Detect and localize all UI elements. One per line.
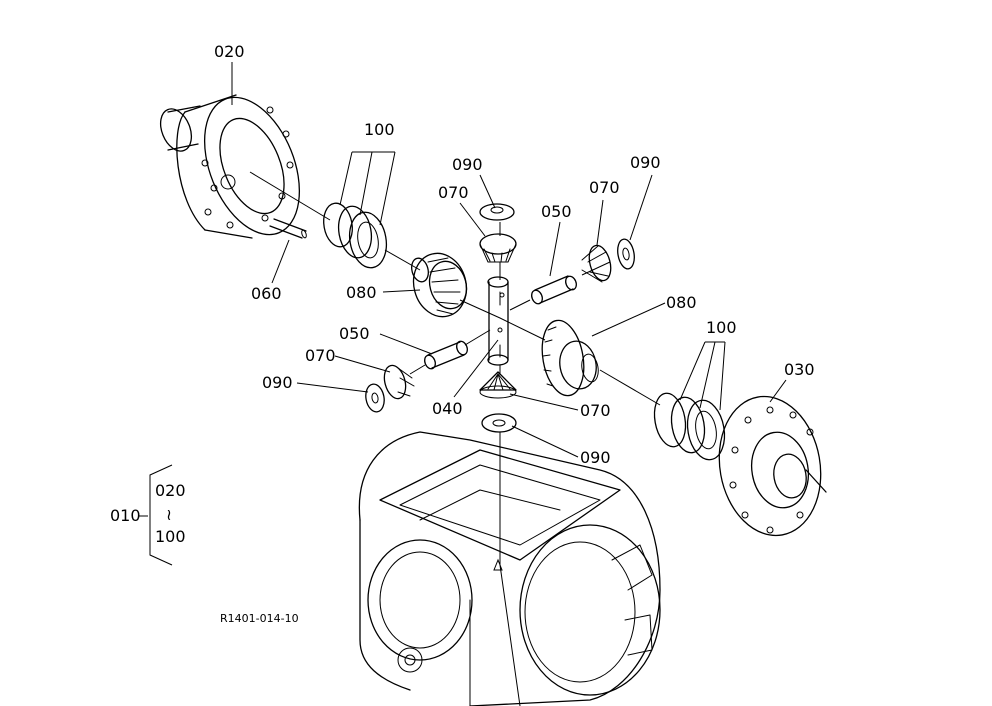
callout-090-washer-left: 090: [262, 373, 293, 392]
differential-case-030: [718, 395, 827, 537]
side-gear-080-left: [411, 252, 468, 318]
pinion-gear-070-left: [383, 364, 415, 400]
callout-080-side-gear-left: 080: [346, 283, 377, 302]
reference-code: R1401-014-10: [220, 612, 299, 625]
assembly-group-range-from: 020: [155, 481, 186, 500]
shims-100-left: [323, 202, 388, 269]
thrust-washer-090-bottom: [481, 413, 517, 433]
callout-070-pinion-top: 070: [438, 183, 469, 202]
pinion-gear-070-right: [581, 244, 612, 283]
assembly-group-range-separator: ≀: [166, 505, 172, 524]
assembly-group-range-to: 100: [155, 527, 186, 546]
callout-090-washer-right: 090: [630, 153, 661, 172]
short-shaft-050-left: [424, 340, 468, 370]
callout-020-case: 020: [214, 42, 245, 61]
pinion-gear-070-top: [479, 233, 517, 263]
callout-050-shaft-right: 050: [541, 202, 572, 221]
pin-060: [269, 218, 307, 239]
short-shaft-050-right: [531, 275, 577, 305]
side-gear-080-right: [541, 319, 599, 397]
pinion-gear-070-bottom: [479, 371, 517, 399]
thrust-washer-090-left: [365, 383, 385, 413]
callout-040-shaft: 040: [432, 399, 463, 418]
callout-090-washer-top: 090: [452, 155, 483, 174]
assembly-group-legend: 010 020 ≀ 100: [110, 464, 186, 566]
shims-100-right: [653, 392, 726, 461]
differential-case-020: [159, 94, 301, 239]
callout-100-shims-left: 100: [364, 120, 395, 139]
assembly-axis-lines: [249, 171, 661, 571]
thrust-washer-090-right: [617, 238, 635, 270]
callout-070-pinion-bottom: 070: [580, 401, 611, 420]
transmission-housing: [358, 431, 661, 706]
callout-080-side-gear-right: 080: [666, 293, 697, 312]
callout-050-shaft-left: 050: [339, 324, 370, 343]
assembly-group-code: 010: [110, 506, 141, 525]
callout-leader-lines: [231, 62, 787, 458]
thrust-washer-090-top: [479, 203, 515, 221]
assembly-group-brace: [138, 464, 173, 566]
pinion-shaft-040: [487, 276, 509, 366]
callout-090-washer-bottom: 090: [580, 448, 611, 467]
callout-030-case: 030: [784, 360, 815, 379]
callout-labels: 020 100 090 070 050 070 090 060 080 080 …: [214, 42, 815, 467]
callout-100-shims-right: 100: [706, 318, 737, 337]
callout-070-pinion-right: 070: [589, 178, 620, 197]
callout-060-pin: 060: [251, 284, 282, 303]
callout-070-pinion-left: 070: [305, 346, 336, 365]
